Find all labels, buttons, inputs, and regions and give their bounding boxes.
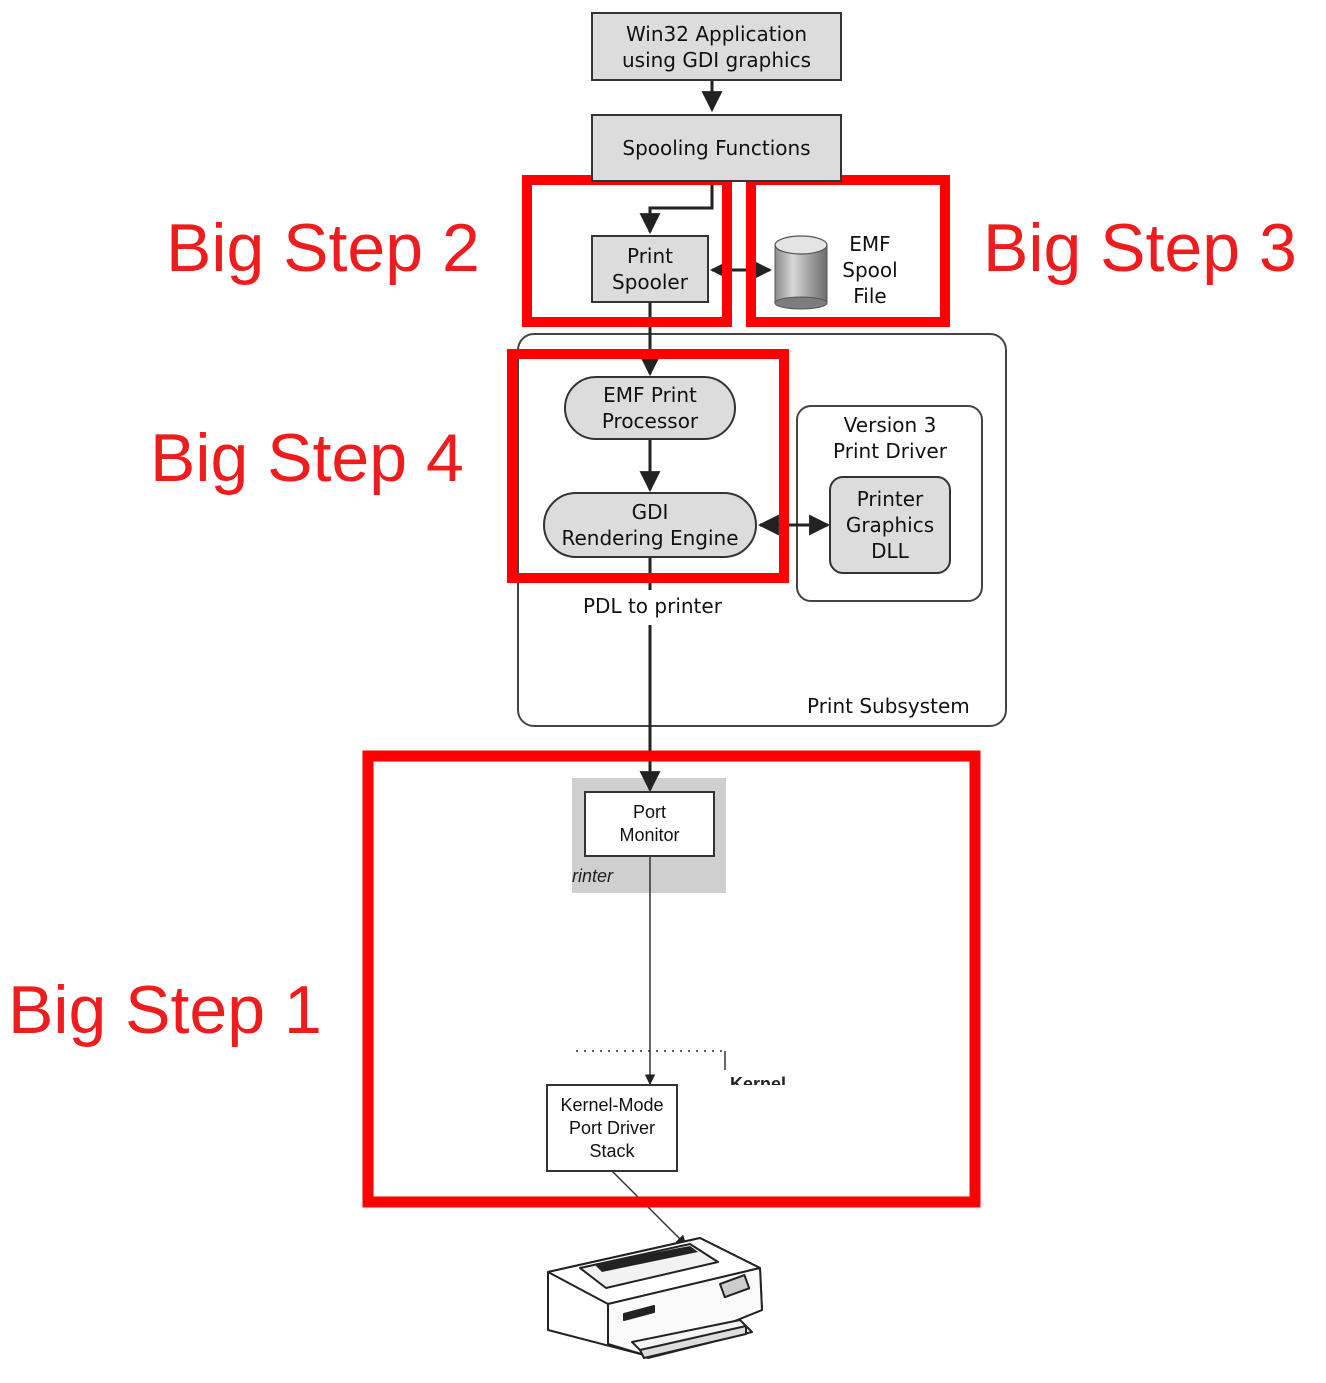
big-step-4-label: Big Step 4 bbox=[150, 420, 464, 496]
print-subsystem-container bbox=[517, 333, 1007, 727]
printer-fragment-label: rinter bbox=[572, 866, 614, 886]
printer-graphics-dll-box: Printer Graphics DLL bbox=[829, 476, 951, 574]
print-spooler-box: Print Spooler bbox=[591, 235, 709, 303]
arrow-kernel-to-printer bbox=[611, 1170, 687, 1246]
spooling-functions-box: Spooling Functions bbox=[591, 114, 842, 182]
kernel-mode-port-driver-box: Kernel-Mode Port Driver Stack bbox=[546, 1084, 678, 1172]
printer-icon bbox=[547, 1237, 763, 1359]
emf-spool-file-label: EMF Spool File bbox=[842, 232, 898, 308]
highlight-box-step3 bbox=[746, 175, 950, 327]
port-monitor-box: Port Monitor bbox=[584, 791, 715, 857]
pdl-to-printer-label: PDL to printer bbox=[583, 594, 722, 618]
big-step-2-label: Big Step 2 bbox=[166, 210, 480, 286]
win32-application-box: Win32 Application using GDI graphics bbox=[591, 12, 842, 81]
kernel-fragment-label: Kernel bbox=[730, 1074, 787, 1085]
big-step-3-label: Big Step 3 bbox=[983, 210, 1297, 286]
big-step-1-label: Big Step 1 bbox=[8, 972, 322, 1048]
gdi-rendering-engine-box: GDI Rendering Engine bbox=[543, 492, 757, 558]
highlight-box-step1 bbox=[362, 750, 981, 1208]
highlight-box-step4 bbox=[507, 349, 789, 583]
version3-print-driver-label: Version 3 Print Driver bbox=[833, 413, 947, 463]
arrow-spooling-to-spooler bbox=[639, 182, 714, 235]
cylinder-icon bbox=[774, 235, 828, 310]
emf-print-processor-box: EMF Print Processor bbox=[564, 376, 736, 440]
print-subsystem-label: Print Subsystem bbox=[807, 694, 970, 718]
